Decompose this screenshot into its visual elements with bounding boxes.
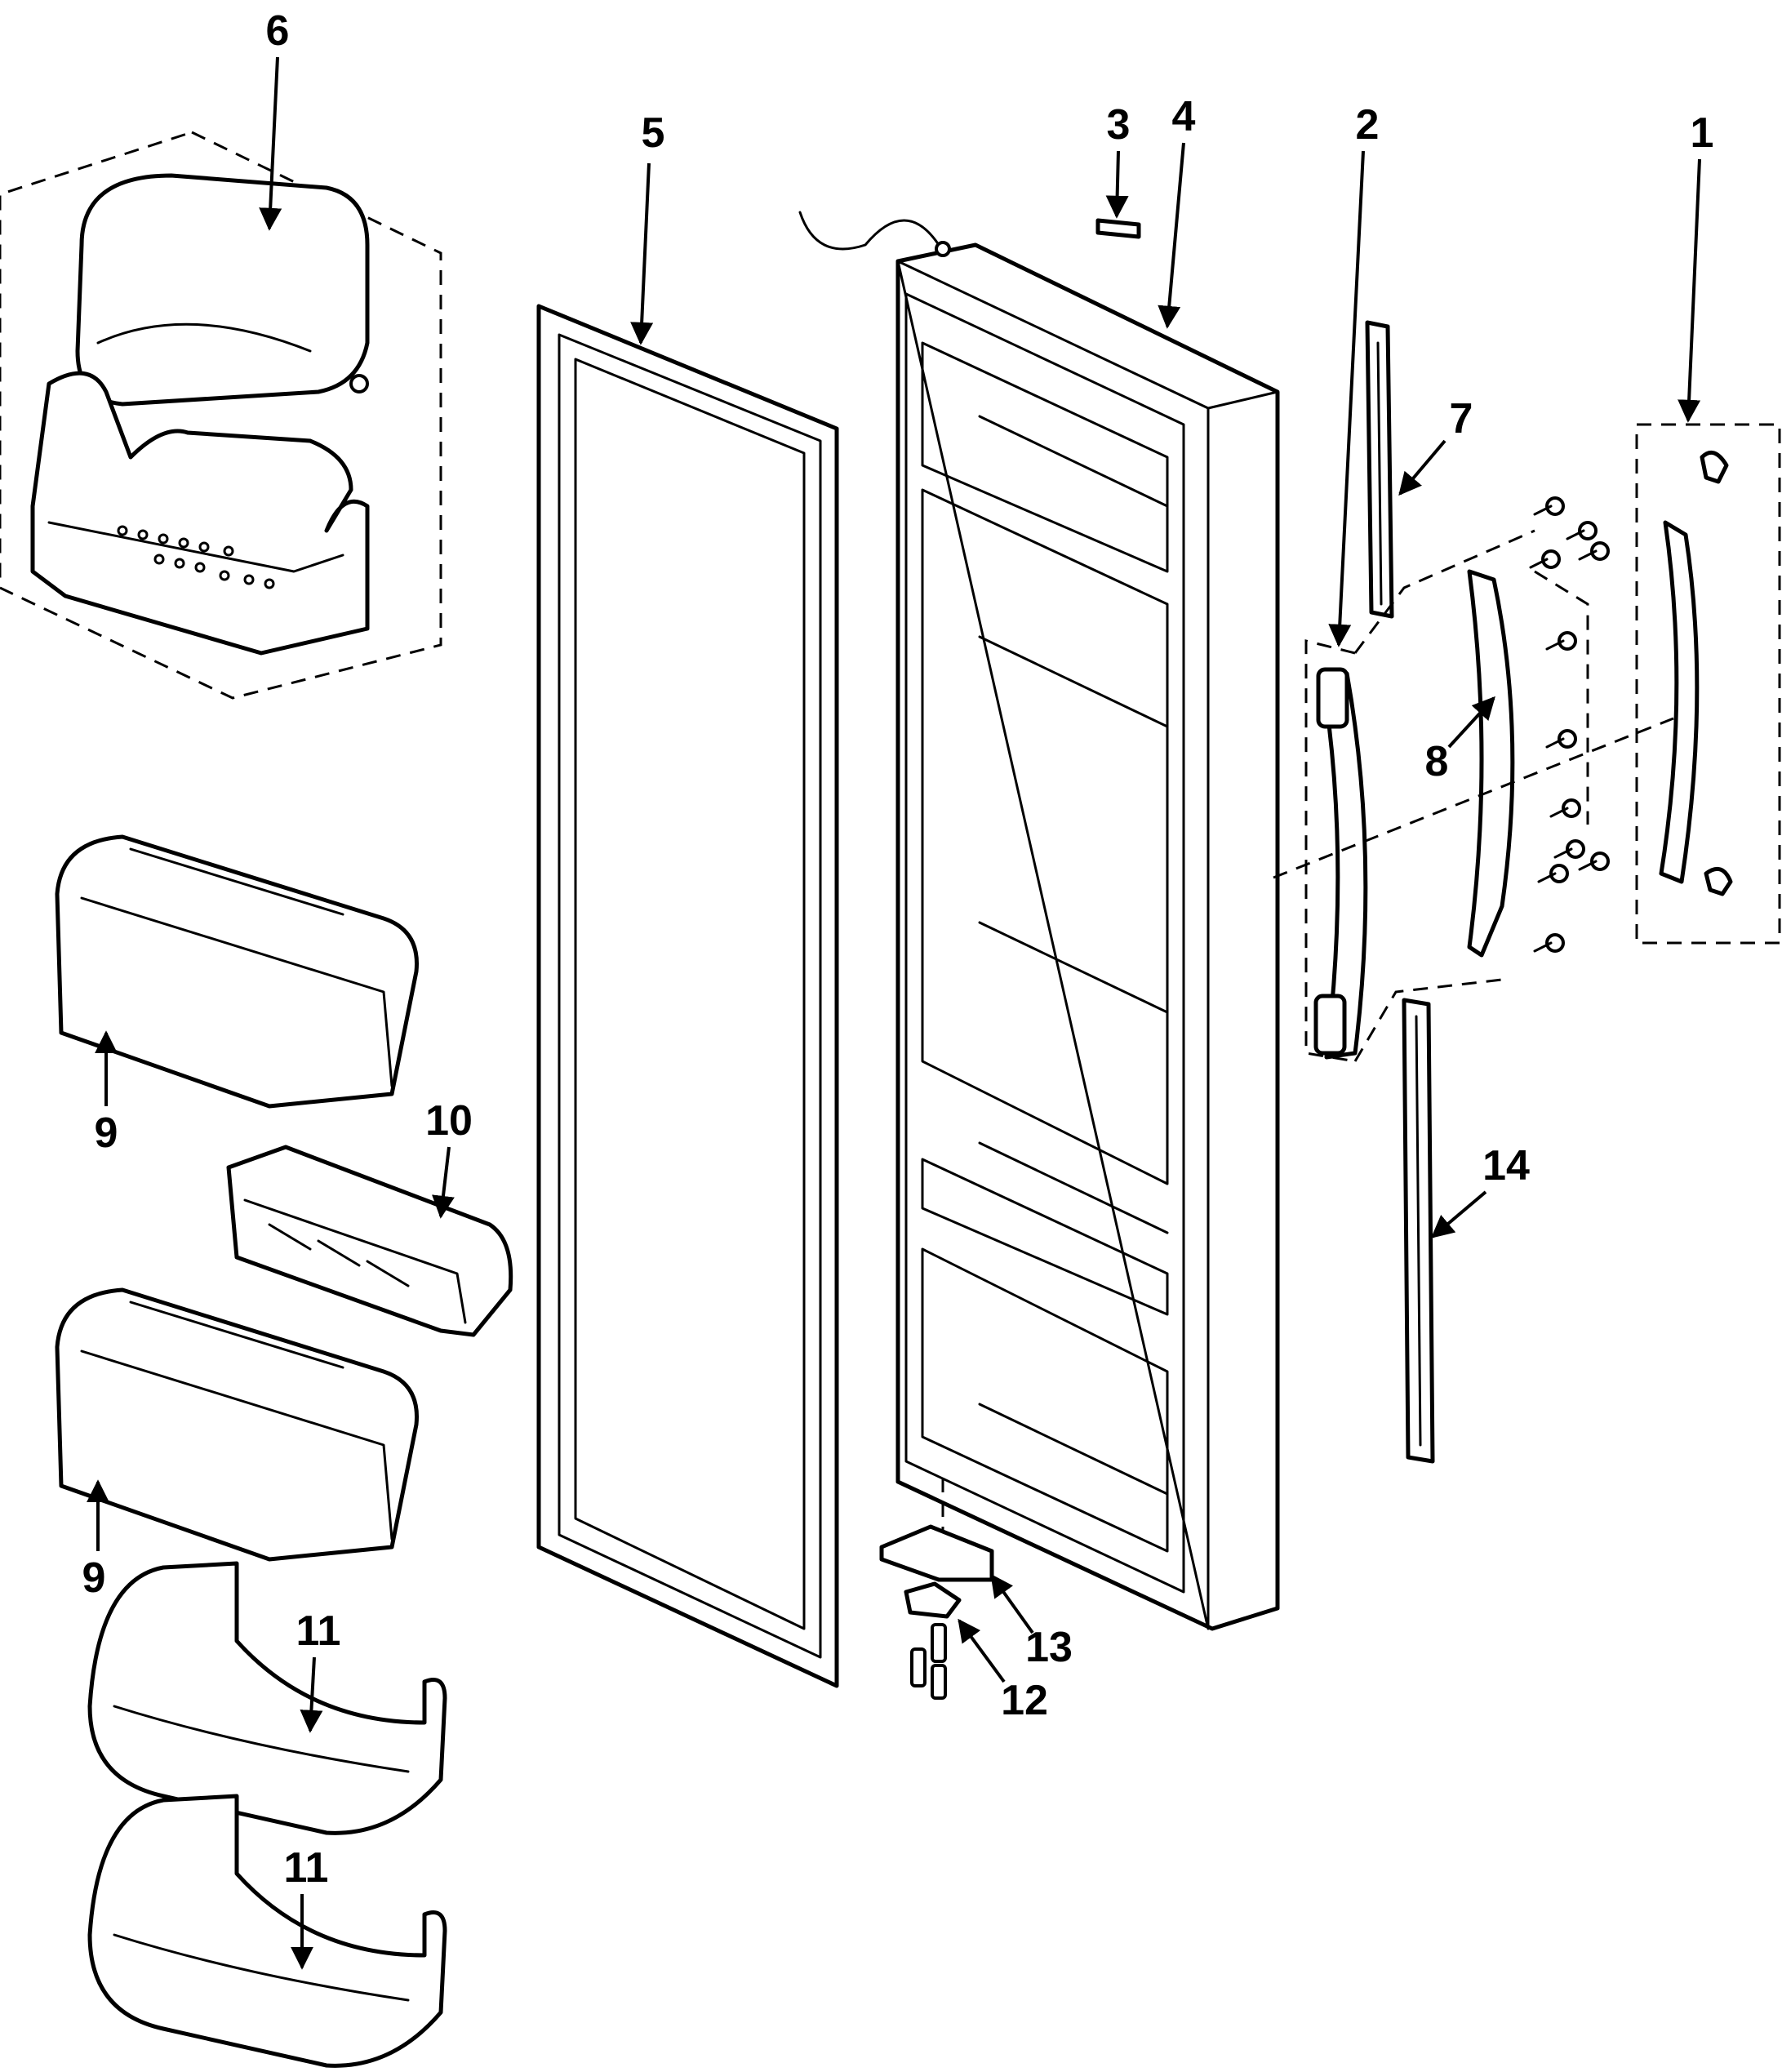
callout-7-arrow [1398, 439, 1446, 496]
part-2-handle-assembly: 2 [1304, 101, 1535, 1063]
callout-5-arrow [630, 162, 654, 345]
callout-12-label: 12 [1001, 1677, 1048, 1724]
callout-3-arrow [1105, 150, 1129, 219]
part-10-small-bin: 10 [226, 1097, 513, 1337]
callout-6-arrow [259, 56, 282, 231]
callout-2-label: 2 [1356, 101, 1380, 149]
part-5-door-gasket: 5 [536, 109, 839, 1688]
part-13-lower-hinge-plate: 13 [879, 1478, 1073, 1671]
part-3-hinge-cover: 3 [1095, 101, 1141, 239]
callout-8-arrow [1447, 696, 1495, 749]
callout-11b-label: 11 [284, 1844, 329, 1892]
callout-13-arrow [990, 1573, 1034, 1634]
callout-4-label: 4 [1172, 93, 1196, 140]
callout-14-label: 14 [1482, 1142, 1530, 1189]
part-11-shelf-bin-upper: 11 [87, 1561, 447, 1835]
callout-12-arrow [958, 1618, 1006, 1683]
callout-3-label: 3 [1107, 101, 1131, 149]
callout-7-label: 7 [1450, 395, 1473, 442]
part-8-handle-bracket: 8 [1273, 496, 1674, 958]
callout-9a-label: 9 [95, 1109, 118, 1157]
part-9-door-bin-lower: 9 [55, 1287, 419, 1602]
callout-4-arrow [1158, 142, 1185, 329]
callout-6-label: 6 [266, 7, 290, 55]
callout-10-label: 10 [425, 1097, 473, 1145]
part-7-upper-trim: 7 [1365, 320, 1473, 619]
part-11-shelf-bin-lower: 11 [87, 1794, 447, 2068]
callout-5-label: 5 [642, 109, 665, 157]
part-4-door-assembly: 4 [798, 93, 1280, 1631]
part-9-door-bin-upper: 9 [55, 834, 419, 1157]
callout-11a-label: 11 [296, 1607, 341, 1655]
part-12-hinge-bracket: 12 [904, 1581, 1048, 1724]
callout-1-label: 1 [1691, 109, 1714, 157]
callout-1-arrow [1678, 158, 1701, 423]
callout-8-label: 8 [1425, 738, 1449, 785]
callout-9b-label: 9 [82, 1554, 106, 1602]
part-14-lower-trim: 14 [1402, 998, 1530, 1464]
part-1-handle-cap: 1 [1635, 109, 1781, 945]
callout-11a-arrow [300, 1656, 323, 1733]
part-6-dairy-compartment: 6 [0, 7, 442, 700]
callout-2-arrow [1328, 150, 1365, 647]
callout-14-arrow [1430, 1190, 1487, 1238]
callout-10-arrow [432, 1146, 455, 1219]
